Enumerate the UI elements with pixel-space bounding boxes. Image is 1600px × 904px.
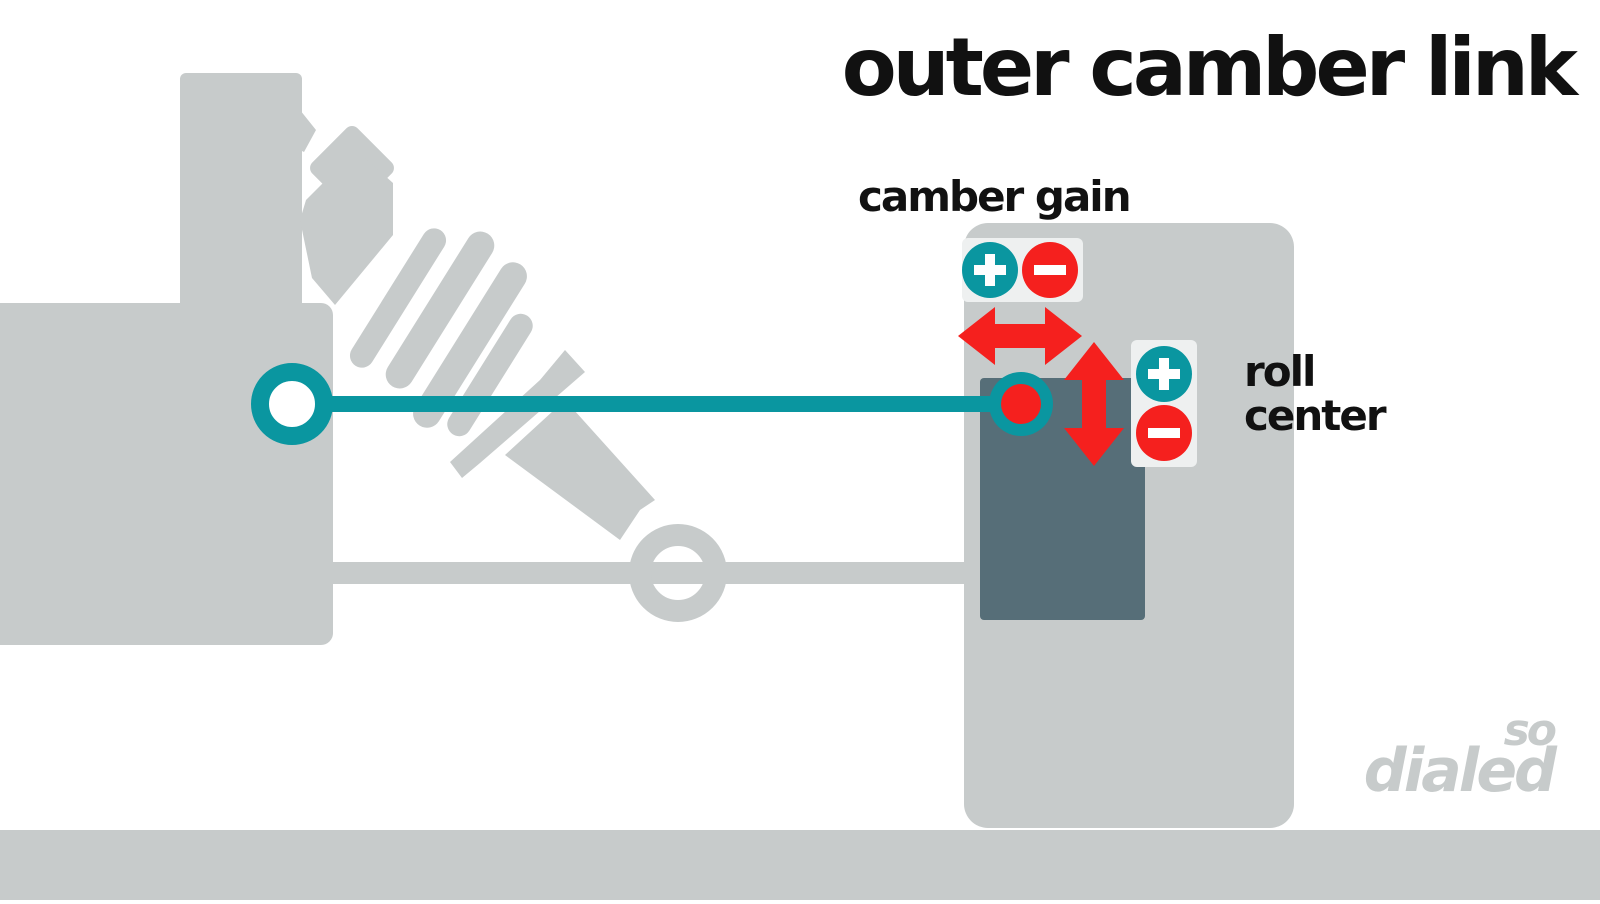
camber-link (251, 363, 1053, 445)
plus-circle-icon (1136, 346, 1192, 402)
lower-arm (333, 524, 968, 622)
camber-gain-label: camber gain (858, 172, 1132, 221)
brand-line1: so (1503, 705, 1557, 756)
ground (0, 830, 1600, 900)
inner-pivot (251, 363, 333, 445)
roll-center-label-line1: roll (1244, 347, 1316, 396)
roll-center-badges (1131, 340, 1197, 467)
chassis (0, 73, 333, 645)
brand-line2: dialed (1363, 736, 1557, 807)
shock-absorber (300, 110, 655, 540)
roll-center-label-line2: center (1244, 391, 1387, 441)
minus-circle-icon (1022, 242, 1078, 298)
double-arrow-icon (958, 307, 1124, 466)
camber-gain-badges (962, 238, 1083, 302)
minus-circle-icon (1136, 405, 1192, 461)
brand-watermark: so dialed (1363, 705, 1557, 807)
plus-circle-icon (962, 242, 1018, 298)
diagram-title: outer camber link (841, 21, 1578, 114)
roll-center-label: roll center (1244, 347, 1387, 441)
